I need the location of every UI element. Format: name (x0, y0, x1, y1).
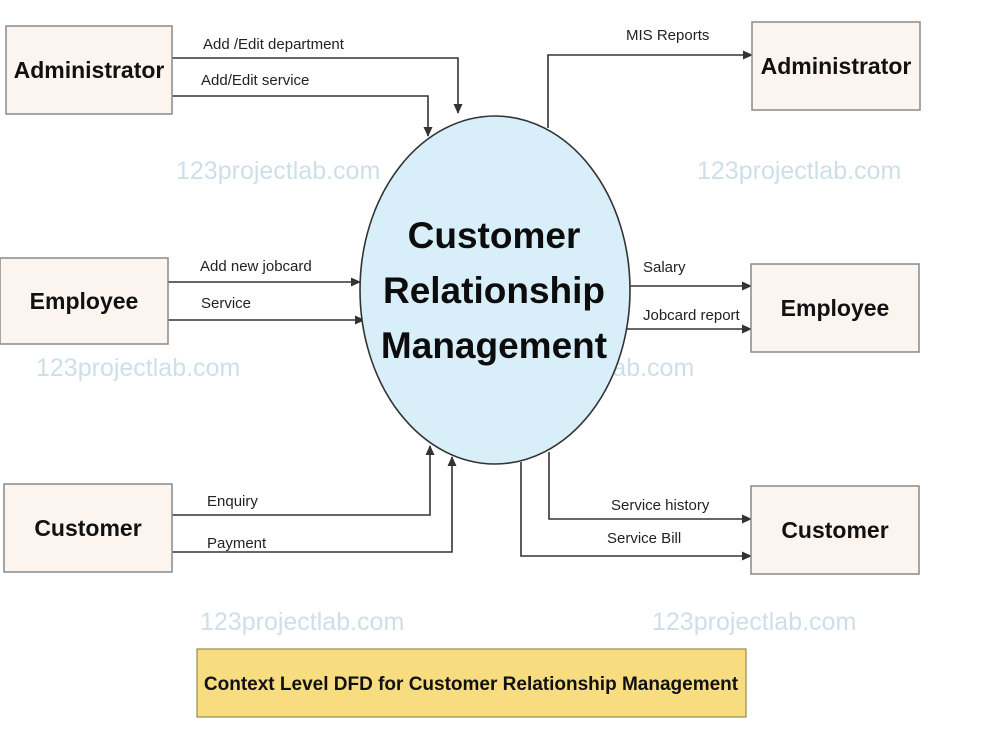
entity-customer-left-label: Customer (34, 515, 141, 541)
flow-arrow-enquiry (172, 445, 435, 516)
watermark-text: 123projectlab.com (176, 157, 380, 185)
flow-label-mis-reports: MIS Reports (626, 27, 709, 44)
watermark-text: 123projectlab.com (200, 608, 404, 636)
flow-label-add-new-jobcard: Add new jobcard (200, 258, 312, 275)
entity-employee-left-label: Employee (30, 288, 139, 314)
flow-label-add-edit-service: Add/Edit service (201, 72, 309, 89)
entity-administrator-left-label: Administrator (14, 57, 165, 83)
process-label-line-2: Relationship (383, 270, 605, 311)
flow-label-jobcard-report: Jobcard report (643, 307, 741, 324)
flow-arrow-service-bill (520, 462, 752, 561)
process-label-line-1: Customer (408, 215, 581, 256)
entity-employee-left (0, 257, 169, 345)
flow-label-salary: Salary (643, 259, 686, 276)
entity-employee-right-label: Employee (781, 295, 890, 321)
entity-administrator-right-label: Administrator (761, 53, 912, 79)
watermark-text: 123projectlab.com (697, 157, 901, 185)
entity-administrator-right (751, 21, 921, 111)
entity-customer-right-label: Customer (781, 517, 888, 543)
flow-label-service-bill: Service Bill (607, 530, 681, 547)
entity-administrator-left (5, 25, 173, 115)
entity-customer-left (3, 483, 173, 573)
caption-box (196, 648, 747, 718)
flow-arrow-payment (172, 456, 457, 553)
process-circle (359, 115, 631, 465)
flow-label-service: Service (201, 295, 251, 312)
flow-label-enquiry: Enquiry (207, 493, 258, 510)
caption-text: Context Level DFD for Customer Relations… (204, 674, 739, 695)
flow-arrow-add-edit-department (172, 57, 463, 114)
entity-customer-right (750, 485, 920, 575)
flow-label-service-history: Service history (611, 497, 710, 514)
process-label-line-3: Management (381, 325, 607, 366)
flow-label-add-edit-department: Add /Edit department (203, 36, 345, 53)
flow-arrow-mis-reports (547, 50, 753, 128)
flow-arrow-add-edit-service (172, 95, 433, 137)
entity-employee-right (750, 263, 920, 353)
flow-label-payment: Payment (207, 535, 267, 552)
watermark-text: 123projectlab.com (36, 354, 240, 382)
watermark-text: 123projectlab.com (652, 608, 856, 636)
flow-arrow-service-history (548, 452, 752, 524)
